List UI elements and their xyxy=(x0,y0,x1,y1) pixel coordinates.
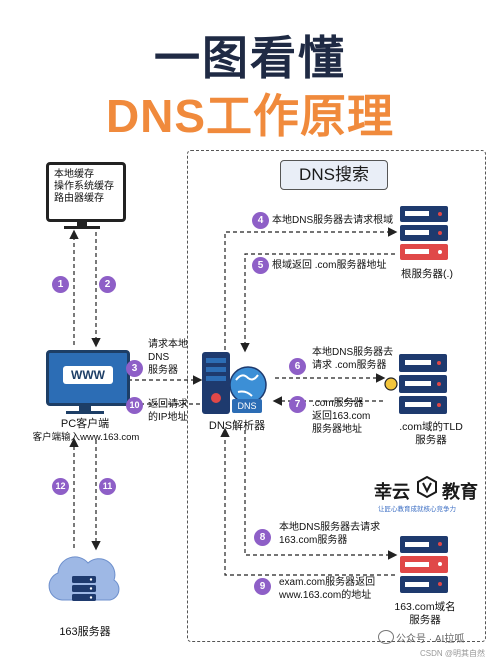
step-8-line2: 163.com服务器 xyxy=(279,535,348,546)
step-8-text: 本地DNS服务器去请求 163.com服务器 xyxy=(279,521,380,547)
watermark-line1: 公众号 · AI拉呱 xyxy=(396,634,465,645)
brand-logo-icon xyxy=(417,475,437,499)
pc-base-icon xyxy=(66,411,104,414)
step-2-badge: 2 xyxy=(99,276,116,293)
resolver-label: DNS解析器 xyxy=(208,420,266,432)
arrow-step8 xyxy=(244,430,398,560)
step-5-badge: 5 xyxy=(252,257,269,274)
arrow-step4 xyxy=(224,227,398,350)
step-3-badge: 3 xyxy=(126,360,143,377)
step-4-text: 本地DNS服务器去请求根域 xyxy=(272,215,394,226)
step-7-line1: .com服务器 xyxy=(312,398,364,409)
step-8-badge: 8 xyxy=(254,529,271,546)
step-10-line1: 返回请求 xyxy=(148,399,188,410)
step-11-badge: 11 xyxy=(99,478,116,495)
tld-server-label-1: .com域的TLD xyxy=(399,421,463,433)
root-server-label: 根服务器(.) xyxy=(401,268,453,280)
arrow-step9 xyxy=(220,427,395,576)
wechat-icon xyxy=(378,630,394,644)
step-6-line2: 请求 .com服务器 xyxy=(312,360,387,371)
cache-line-3: 路由器缓存 xyxy=(54,193,104,204)
pc-stand-icon xyxy=(79,404,91,412)
dns-badge: DNS xyxy=(232,399,262,413)
pc-screen-text: WWW xyxy=(63,366,113,384)
step-10-text: 返回请求 的IP地址 xyxy=(148,398,188,424)
step-9-badge: 9 xyxy=(254,578,271,595)
dns-search-label: DNS搜索 xyxy=(280,160,388,190)
step-7-line3: 服务器地址 xyxy=(312,424,362,435)
pc-client-monitor: WWW xyxy=(46,350,130,406)
step-9-line2: www.163.com的地址 xyxy=(279,590,372,601)
tld-server-label-2: 服务器 xyxy=(415,434,447,446)
step-12-badge: 12 xyxy=(52,478,69,495)
monitor-stand-icon xyxy=(77,219,87,227)
step-7-text: .com服务器 返回163.com 服务器地址 xyxy=(312,397,370,436)
cloud-server-163-icon xyxy=(48,556,120,601)
com163-server-icon xyxy=(400,536,448,593)
step-3-line1: 请求本地 xyxy=(148,339,188,350)
brand-slogan: 让匠心教育成就核心竞争力 xyxy=(378,506,456,513)
monitor-base-icon xyxy=(64,226,100,229)
root-server-icon xyxy=(400,206,448,260)
pc-sublabel: 客户端输入www.163.com xyxy=(32,432,140,443)
brand-name-right: 教育 xyxy=(442,482,478,502)
dns-resolver-icon xyxy=(202,352,267,414)
server-163-label: 163服务器 xyxy=(59,626,111,638)
brand-name-left: 幸云 xyxy=(374,482,410,502)
title-line1: 一图看懂 xyxy=(154,32,346,84)
step-3-line2: DNS xyxy=(148,352,170,363)
step-5-text: 根域返回 .com服务器地址 xyxy=(272,260,387,271)
step-10-line2: 的IP地址 xyxy=(148,412,188,423)
arrow-step5 xyxy=(240,253,395,353)
step-7-badge: 7 xyxy=(289,396,306,413)
com163-server-label-2: 服务器 xyxy=(409,614,441,626)
cache-line-1: 本地缓存 xyxy=(54,169,94,180)
step-4-badge: 4 xyxy=(252,212,269,229)
local-cache-monitor: 本地缓存 操作系统缓存 路由器缓存 xyxy=(46,162,126,222)
watermark-line2: CSDN @明其自然 xyxy=(420,649,486,658)
step-9-text: exam.com服务器返回 www.163.com的地址 xyxy=(279,576,375,602)
step-8-line1: 本地DNS服务器去请求 xyxy=(279,522,381,533)
step-1-badge: 1 xyxy=(52,276,69,293)
tld-server-icon xyxy=(384,354,447,414)
step-9-line1: exam.com服务器返回 xyxy=(279,577,376,588)
step-6-line1: 本地DNS服务器去 xyxy=(312,347,394,358)
pc-label: PC客户端 xyxy=(60,418,110,430)
step-10-badge: 10 xyxy=(126,397,143,414)
cache-line-2: 操作系统缓存 xyxy=(54,181,114,192)
step-7-line2: 返回163.com xyxy=(312,411,371,422)
title-line2: DNS工作原理 xyxy=(105,90,395,142)
step-3-text: 请求本地 DNS 服务器 xyxy=(148,338,188,377)
com163-server-label-1: 163.com域名 xyxy=(394,601,456,613)
dns-search-region xyxy=(187,150,486,642)
step-6-badge: 6 xyxy=(289,358,306,375)
step-6-text: 本地DNS服务器去 请求 .com服务器 xyxy=(312,346,393,372)
step-3-line3: 服务器 xyxy=(148,365,178,376)
